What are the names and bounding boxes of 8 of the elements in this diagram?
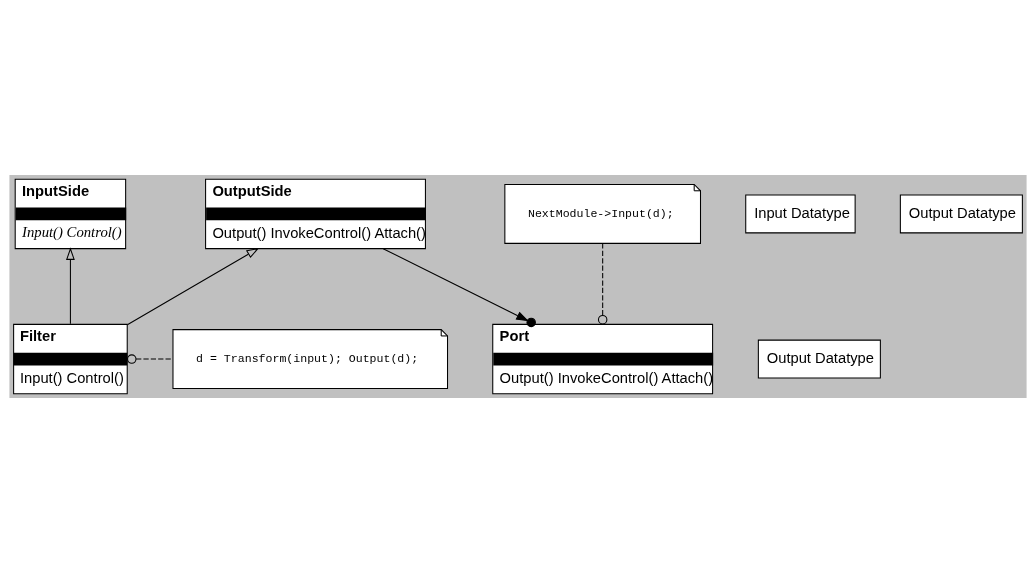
connector (127, 354, 174, 364)
node-box: Output Datatype (899, 194, 1023, 234)
node-box: Output Datatype (757, 339, 881, 379)
arrow (126, 247, 260, 326)
arrow (382, 248, 536, 328)
node-box: Input Datatype (745, 194, 856, 234)
arrow (66, 247, 75, 325)
connector (597, 243, 608, 325)
